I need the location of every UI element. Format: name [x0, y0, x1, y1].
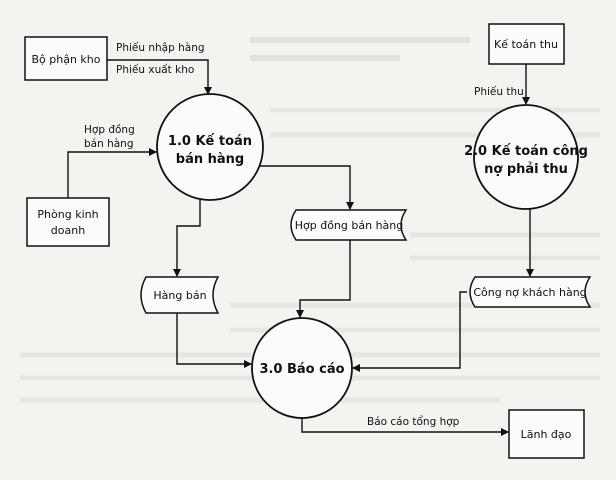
process-receivables-label-line1: 2.0 Kế toán công: [464, 144, 588, 159]
flow-label-receipt: Phiếu thu: [474, 86, 524, 98]
entity-revenue-accounting-label: Kế toán thu: [494, 38, 558, 51]
store-sales-contract-label: Hợp đồng bán hàng: [295, 219, 404, 232]
entity-warehouse-label: Bộ phận kho: [31, 53, 100, 66]
flow-label-export-slip: Phiếu xuất kho: [116, 64, 194, 76]
store-customer-debt-label: Công nợ khách hàng: [473, 286, 586, 299]
store-goods-sold-label: Hàng bán: [153, 289, 206, 302]
flow-sales-contract-to-p3: [296, 240, 351, 318]
process-sales-accounting-label-line2: bán hàng: [176, 152, 244, 167]
process-sales-accounting-label-line1: 1.0 Kế toán: [168, 134, 252, 149]
flow-goods-sold-to-p3: [176, 313, 252, 368]
process-receivables-accounting: 2.0 Kế toán công nợ phải thu: [464, 104, 588, 210]
process-reporting: 3.0 Báo cáo: [251, 317, 353, 419]
entity-business-dept-label-line2: doanh: [51, 224, 85, 237]
flow-business-to-p1: [67, 148, 157, 198]
entity-management: Lãnh đạo: [508, 409, 585, 459]
flow-label-contract-line1: Hợp đồng: [84, 124, 135, 136]
entity-business-dept: Phòng kinh doanh: [26, 197, 110, 247]
flow-warehouse-to-p1: [107, 59, 212, 95]
flow-p3-to-management: [301, 418, 509, 436]
store-goods-sold: Hàng bán: [140, 276, 220, 314]
flow-p1-to-sales-contract: [260, 165, 354, 210]
entity-business-dept-label-line1: Phòng kinh: [37, 208, 98, 221]
flow-p1-to-goods-sold: [173, 200, 201, 277]
process-reporting-label: 3.0 Báo cáo: [259, 362, 344, 377]
flow-label-summary-report: Báo cáo tổng hợp: [367, 415, 460, 428]
store-customer-debt: Công nợ khách hàng: [469, 276, 592, 308]
process-receivables-label-line2: nợ phải thu: [484, 162, 568, 177]
flow-customer-debt-to-p3: [352, 291, 467, 372]
flow-label-import-slip: Phiếu nhập hàng: [116, 42, 205, 54]
entity-management-label: Lãnh đạo: [521, 428, 572, 441]
entity-revenue-accounting: Kế toán thu: [488, 23, 565, 65]
flow-label-contract-line2: bán hàng: [84, 138, 134, 150]
store-sales-contract: Hợp đồng bán hàng: [290, 209, 408, 241]
entity-warehouse: Bộ phận kho: [24, 36, 108, 81]
process-sales-accounting: 1.0 Kế toán bán hàng: [156, 93, 264, 201]
